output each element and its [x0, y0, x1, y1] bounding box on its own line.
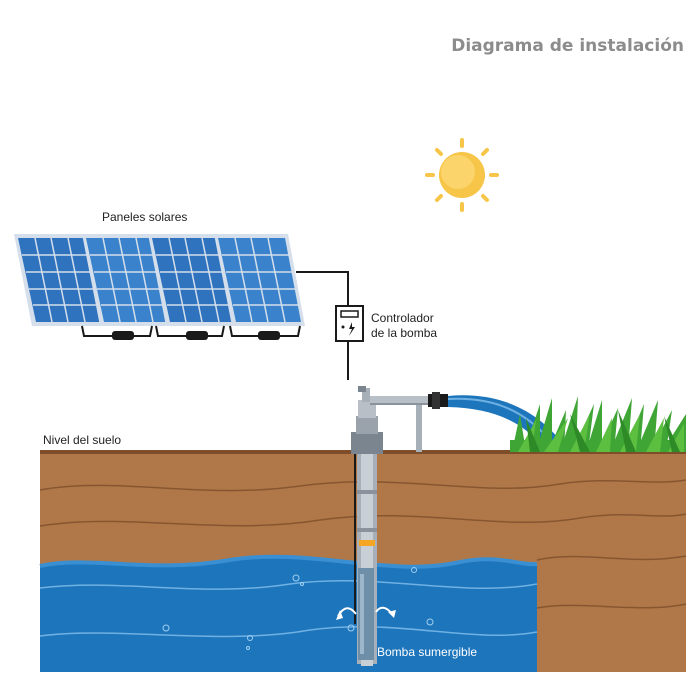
solar-panels-label: Paneles solares	[102, 210, 188, 224]
solar-panel	[14, 234, 105, 326]
water	[39, 554, 538, 672]
diagram-title: Diagrama de instalación	[451, 36, 684, 56]
controller-label: Controlador de la bomba	[371, 311, 437, 341]
power-cable	[296, 271, 349, 306]
ground-level-label: Nivel del suelo	[43, 433, 122, 447]
controller-label-line2: de la bomba	[371, 326, 438, 340]
grass	[510, 396, 686, 452]
sun-icon	[425, 138, 499, 212]
discharge-pipe	[358, 386, 448, 452]
controller-label-line1: Controlador	[371, 311, 434, 325]
solar-panel	[148, 234, 239, 326]
well	[336, 400, 396, 666]
solar-panel	[82, 234, 173, 326]
solar-panel-array	[14, 234, 305, 340]
pump-controller	[335, 305, 364, 342]
submersible-pump-label: Bomba sumergible	[377, 645, 478, 659]
connector-icon	[112, 331, 280, 340]
solar-panel	[214, 234, 305, 326]
